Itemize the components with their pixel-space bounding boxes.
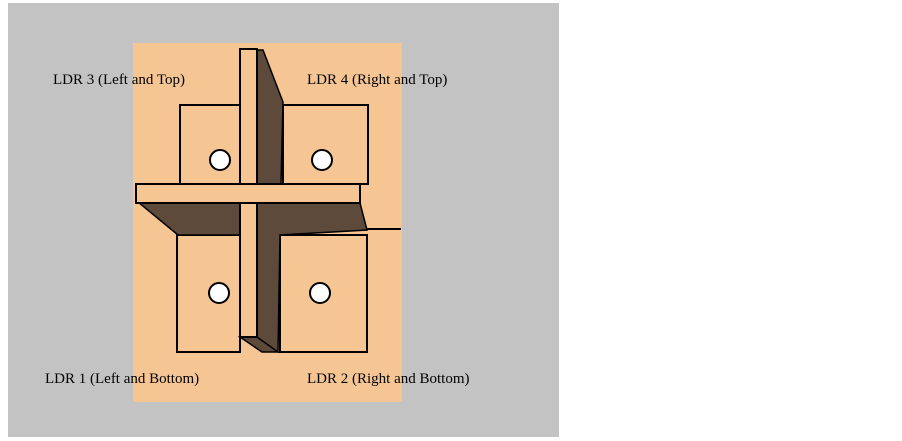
ldr2-label: LDR 2 (Right and Bottom) — [307, 371, 470, 387]
ldr3-label: LDR 3 (Left and Top) — [53, 72, 185, 88]
ldr4-label: LDR 4 (Right and Top) — [307, 72, 448, 88]
ldr4-sensor — [311, 149, 333, 171]
ldr2-sensor — [309, 282, 331, 304]
ldr2-cell-area — [279, 234, 368, 353]
ldr1-sensor — [208, 282, 230, 304]
divider-crossing — [241, 185, 256, 202]
ldr1-label: LDR 1 (Left and Bottom) — [45, 371, 200, 387]
ldr3-sensor — [209, 149, 231, 171]
